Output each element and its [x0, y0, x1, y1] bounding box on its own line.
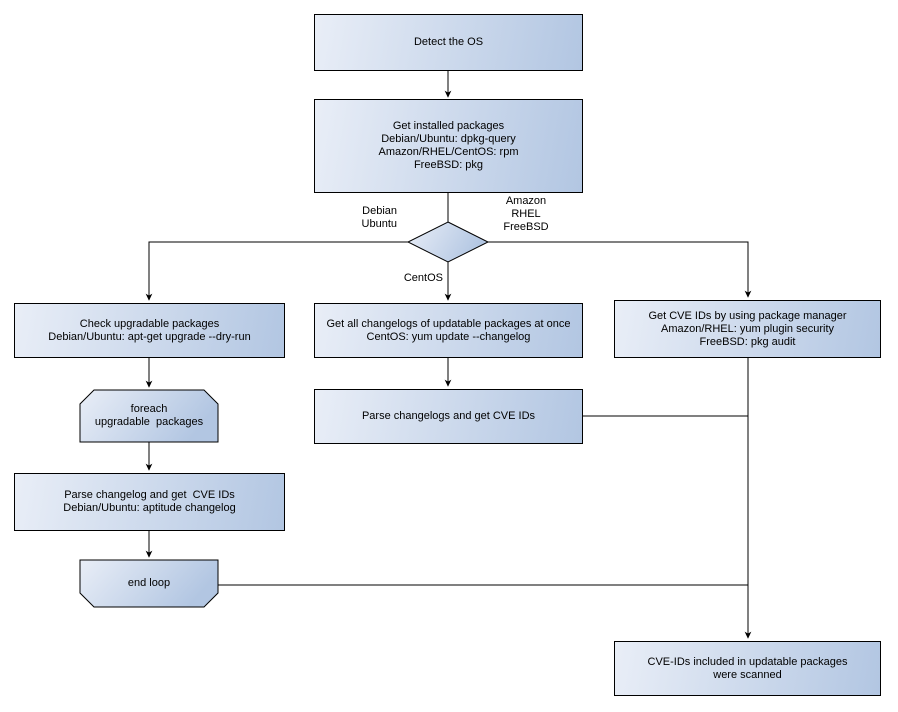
node-detect-os-label: Detect the OS — [413, 36, 484, 48]
foreach-loop-text: foreach upgradable packages — [80, 390, 218, 442]
node-get-all-changelogs-label: Get all changelogs of updatable packages… — [326, 317, 571, 343]
end-loop-text: end loop — [80, 560, 218, 607]
connector-decision-to-check-upgradable — [145, 241, 408, 301]
decision-os-diamond — [406, 221, 490, 263]
node-parse-changelog-debian-label: Parse changelog and get CVE IDs Debian/U… — [63, 489, 236, 514]
node-parse-changelogs-label: Parse changelogs and get CVE IDs — [361, 410, 536, 422]
node-parse-changelog-debian: Parse changelog and get CVE IDs Debian/U… — [14, 473, 285, 531]
node-parse-changelogs: Parse changelogs and get CVE IDs — [314, 389, 583, 444]
node-check-upgradable-packages-label: Check upgradable packages Debian/Ubuntu:… — [48, 317, 251, 343]
foreach-loop-shape — [79, 389, 219, 443]
foreach-loop-label: foreach upgradable packages — [94, 403, 204, 428]
edge-label-debian-ubuntu: Debian Ubuntu — [361, 205, 397, 230]
edge-label-amazon-rhel-freebsd: Amazon RHEL FreeBSD — [503, 195, 549, 233]
node-scanned-result-label: CVE-IDs included in updatable packages w… — [647, 655, 848, 681]
node-check-upgradable-packages: Check upgradable packages Debian/Ubuntu:… — [14, 303, 285, 358]
node-scanned-result: CVE-IDs included in updatable packages w… — [614, 641, 881, 696]
edge-label-centos: CentOS — [403, 272, 443, 284]
node-detect-os: Detect the OS — [314, 14, 583, 71]
node-get-cve-pkg-manager: Get CVE IDs by using package manager Ama… — [614, 300, 881, 358]
node-get-installed-packages: Get installed packages Debian/Ubuntu: dp… — [314, 99, 583, 193]
node-get-cve-pkg-manager-label: Get CVE IDs by using package manager Ama… — [648, 309, 847, 348]
node-get-all-changelogs: Get all changelogs of updatable packages… — [314, 303, 583, 358]
end-loop-shape — [79, 559, 219, 608]
end-loop-label: end loop — [127, 577, 171, 589]
node-get-installed-packages-label: Get installed packages Debian/Ubuntu: dp… — [378, 120, 519, 171]
connector-decision-to-pkg-manager — [488, 241, 752, 298]
